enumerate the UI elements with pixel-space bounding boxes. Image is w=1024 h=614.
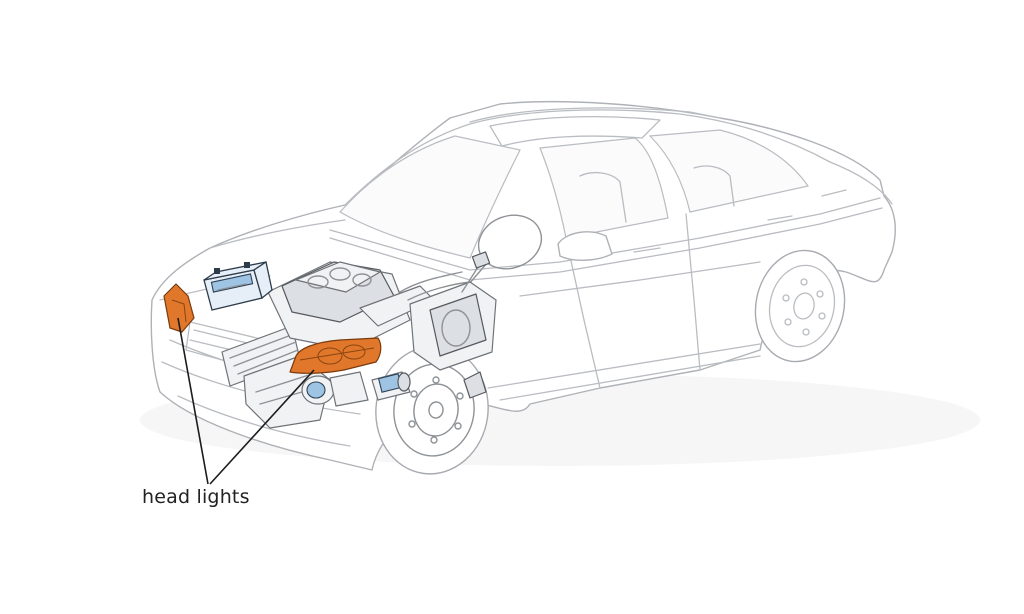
leader-line-left: [177, 317, 209, 485]
head-lights-label: head lights: [142, 486, 250, 508]
engine-assembly: [221, 251, 497, 429]
leader-line-right: [209, 369, 315, 485]
rear-wheel: [754, 249, 846, 363]
callout-leader-lines: [177, 317, 315, 485]
left-headlight: [163, 283, 195, 333]
right-headlight: [289, 337, 382, 374]
battery: [203, 260, 273, 311]
starter-motor: [371, 371, 411, 401]
alternator: [301, 371, 369, 407]
